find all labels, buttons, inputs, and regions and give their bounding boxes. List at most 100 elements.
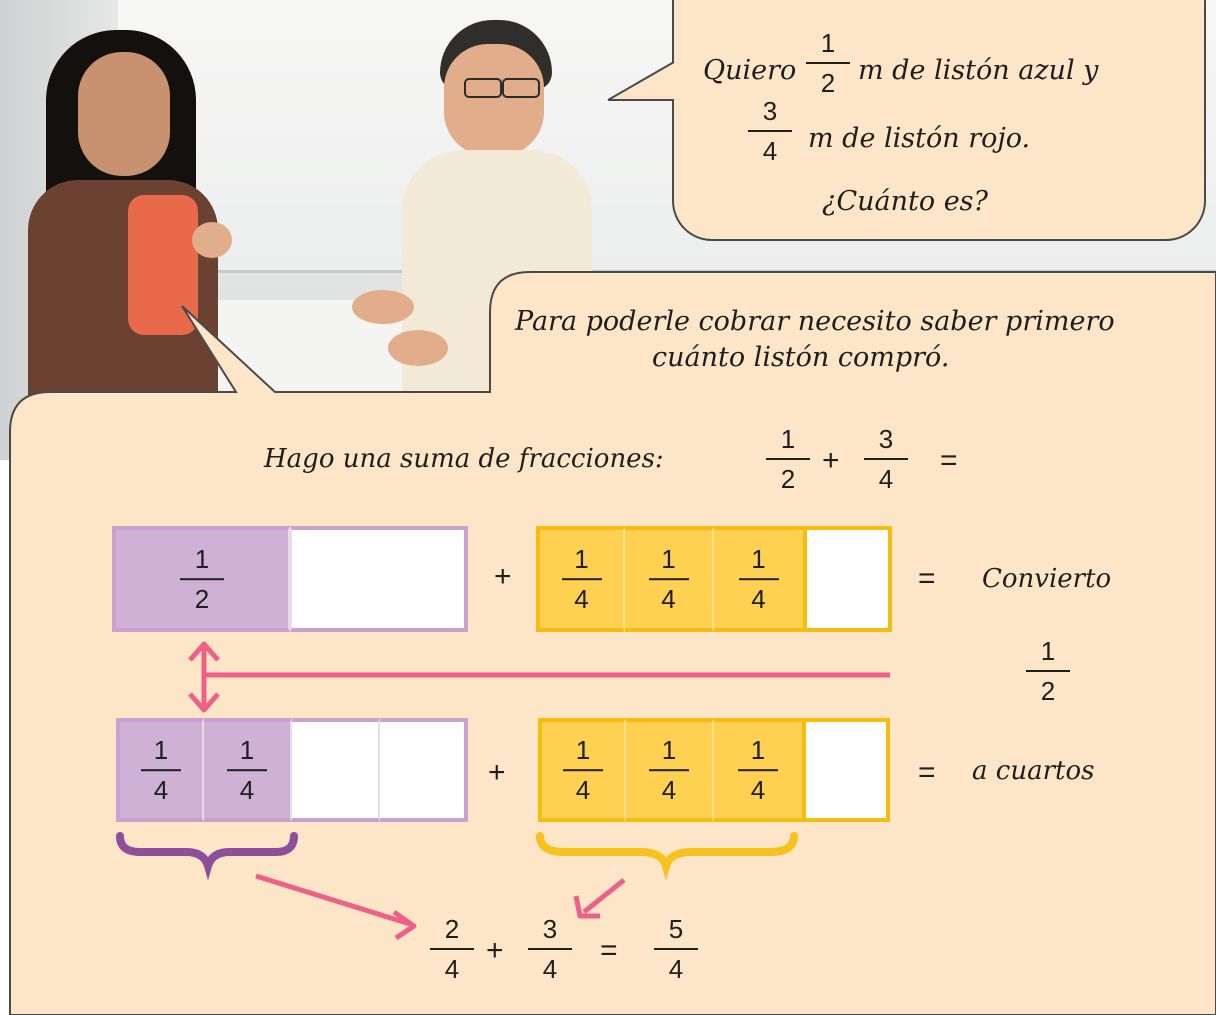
numerator: 1: [661, 544, 676, 575]
half-cell-empty: [290, 526, 468, 632]
denominator: 2: [820, 67, 836, 98]
numerator: 1: [239, 735, 255, 766]
customer-bubble-tail: [607, 61, 675, 101]
cell-fraction: 1 4: [561, 544, 602, 614]
denominator: 4: [668, 953, 684, 984]
sum-label: Hago una suma de fracciones:: [264, 444, 664, 474]
denominator: 2: [780, 463, 796, 494]
quarter-cell-empty: [292, 718, 380, 822]
numerator: 1: [574, 544, 589, 575]
numerator: 1: [661, 735, 677, 766]
row1-note: Convierto: [982, 564, 1112, 594]
fraction-bar: [561, 578, 602, 580]
fraction-bar: [141, 769, 181, 771]
numerator: 1: [751, 544, 766, 575]
numerator: 1: [780, 424, 796, 454]
denominator: 4: [542, 953, 558, 984]
row2-note: a cuartos: [972, 756, 1095, 786]
quarter-cell-filled: 1 4: [714, 718, 802, 822]
result-plus: +: [486, 934, 504, 967]
fraction-bar: [180, 578, 224, 580]
denominator: 4: [575, 774, 591, 805]
denominator: 2: [1040, 675, 1056, 706]
customer-text-azul: m de listón azul y: [858, 55, 1099, 86]
numerator: 1: [575, 735, 591, 766]
convert-note-fraction: 1 2: [1026, 636, 1070, 706]
fraction-bar: [654, 948, 698, 950]
left-pointer-arrow-shaft: [255, 873, 411, 927]
denominator: 4: [661, 774, 677, 805]
denominator: 4: [153, 774, 169, 805]
cell-fraction: 1 4: [649, 735, 689, 805]
double-arrow-up-head: [188, 641, 220, 662]
row2-plus: +: [488, 756, 506, 789]
cell-fraction: 1 4: [648, 544, 689, 614]
fraction-bar: [738, 578, 779, 580]
seller-line-2: cuánto listón compró.: [652, 342, 950, 373]
customer-fraction-2: 3 4: [748, 96, 792, 166]
fraction-bar: [1026, 670, 1070, 672]
quarter-cell-filled: 1 4: [538, 718, 626, 822]
numerator: 1: [153, 735, 169, 766]
double-arrow-down-head: [188, 692, 220, 713]
customer-fraction-1: 1 2: [806, 28, 850, 98]
man-left-hand: [352, 290, 414, 324]
quarter-cell-empty: [380, 718, 468, 822]
left-pointer-arrow-head: [392, 909, 417, 941]
denominator: 4: [239, 774, 255, 805]
fraction-bar: [227, 769, 267, 771]
fraction-bar: [430, 948, 474, 950]
result-fraction-1: 2 4: [430, 914, 474, 984]
quarter-cell-filled: 1 4: [204, 718, 292, 822]
row1-equals: =: [918, 562, 936, 595]
sum-plus: +: [822, 444, 840, 477]
purple-brace: [116, 832, 298, 881]
denominator: 4: [444, 953, 460, 984]
numerator: 3: [878, 424, 894, 454]
quarter-cell-filled: 1 4: [536, 526, 625, 632]
numerator: 1: [194, 544, 210, 575]
denominator: 4: [750, 774, 766, 805]
result-equals: =: [600, 934, 618, 967]
numerator: 1: [1040, 636, 1056, 666]
right-pointer-arrow-shaft: [582, 878, 626, 914]
cell-fraction: 1 4: [738, 544, 779, 614]
row1-plus: +: [494, 560, 512, 593]
fraction-bar: [648, 578, 689, 580]
denominator: 4: [762, 135, 778, 166]
quarter-cell-filled: 1 4: [626, 718, 714, 822]
cell-fraction: 1 2: [180, 544, 224, 614]
numerator: 3: [542, 914, 558, 944]
quarter-cell-filled: 1 4: [714, 526, 803, 632]
customer-question: ¿Cuánto es?: [822, 186, 989, 217]
fraction-bar: [738, 769, 778, 771]
woman-hands: [192, 222, 232, 258]
denominator: 4: [574, 583, 589, 614]
denominator: 4: [751, 583, 766, 614]
quarter-strip-purple-row2: 1 4 1 4: [116, 718, 468, 822]
numerator: 5: [668, 914, 684, 944]
man-right-hand: [388, 330, 448, 366]
cell-fraction: 1 4: [563, 735, 603, 805]
numerator: 1: [820, 28, 836, 58]
denominator: 4: [878, 463, 894, 494]
customer-speech-bubble: [672, 0, 1206, 241]
half-cell-filled: 1 2: [112, 526, 290, 632]
denominator: 4: [661, 583, 676, 614]
fraction-bar: [748, 130, 792, 132]
sum-fraction-2: 3 4: [864, 424, 908, 494]
result-fraction-2: 3 4: [528, 914, 572, 984]
quarter-cell-filled: 1 4: [625, 526, 714, 632]
yellow-brace: [536, 832, 798, 881]
sum-equals: =: [940, 444, 958, 477]
quarter-cell-empty: [802, 718, 890, 822]
fraction-bar: [649, 769, 689, 771]
quarter-cell-empty: [803, 526, 892, 632]
fraction-bar: [864, 458, 908, 460]
fraction-bar: [766, 458, 810, 460]
cell-fraction: 1 4: [738, 735, 778, 805]
cell-fraction: 1 4: [227, 735, 267, 805]
